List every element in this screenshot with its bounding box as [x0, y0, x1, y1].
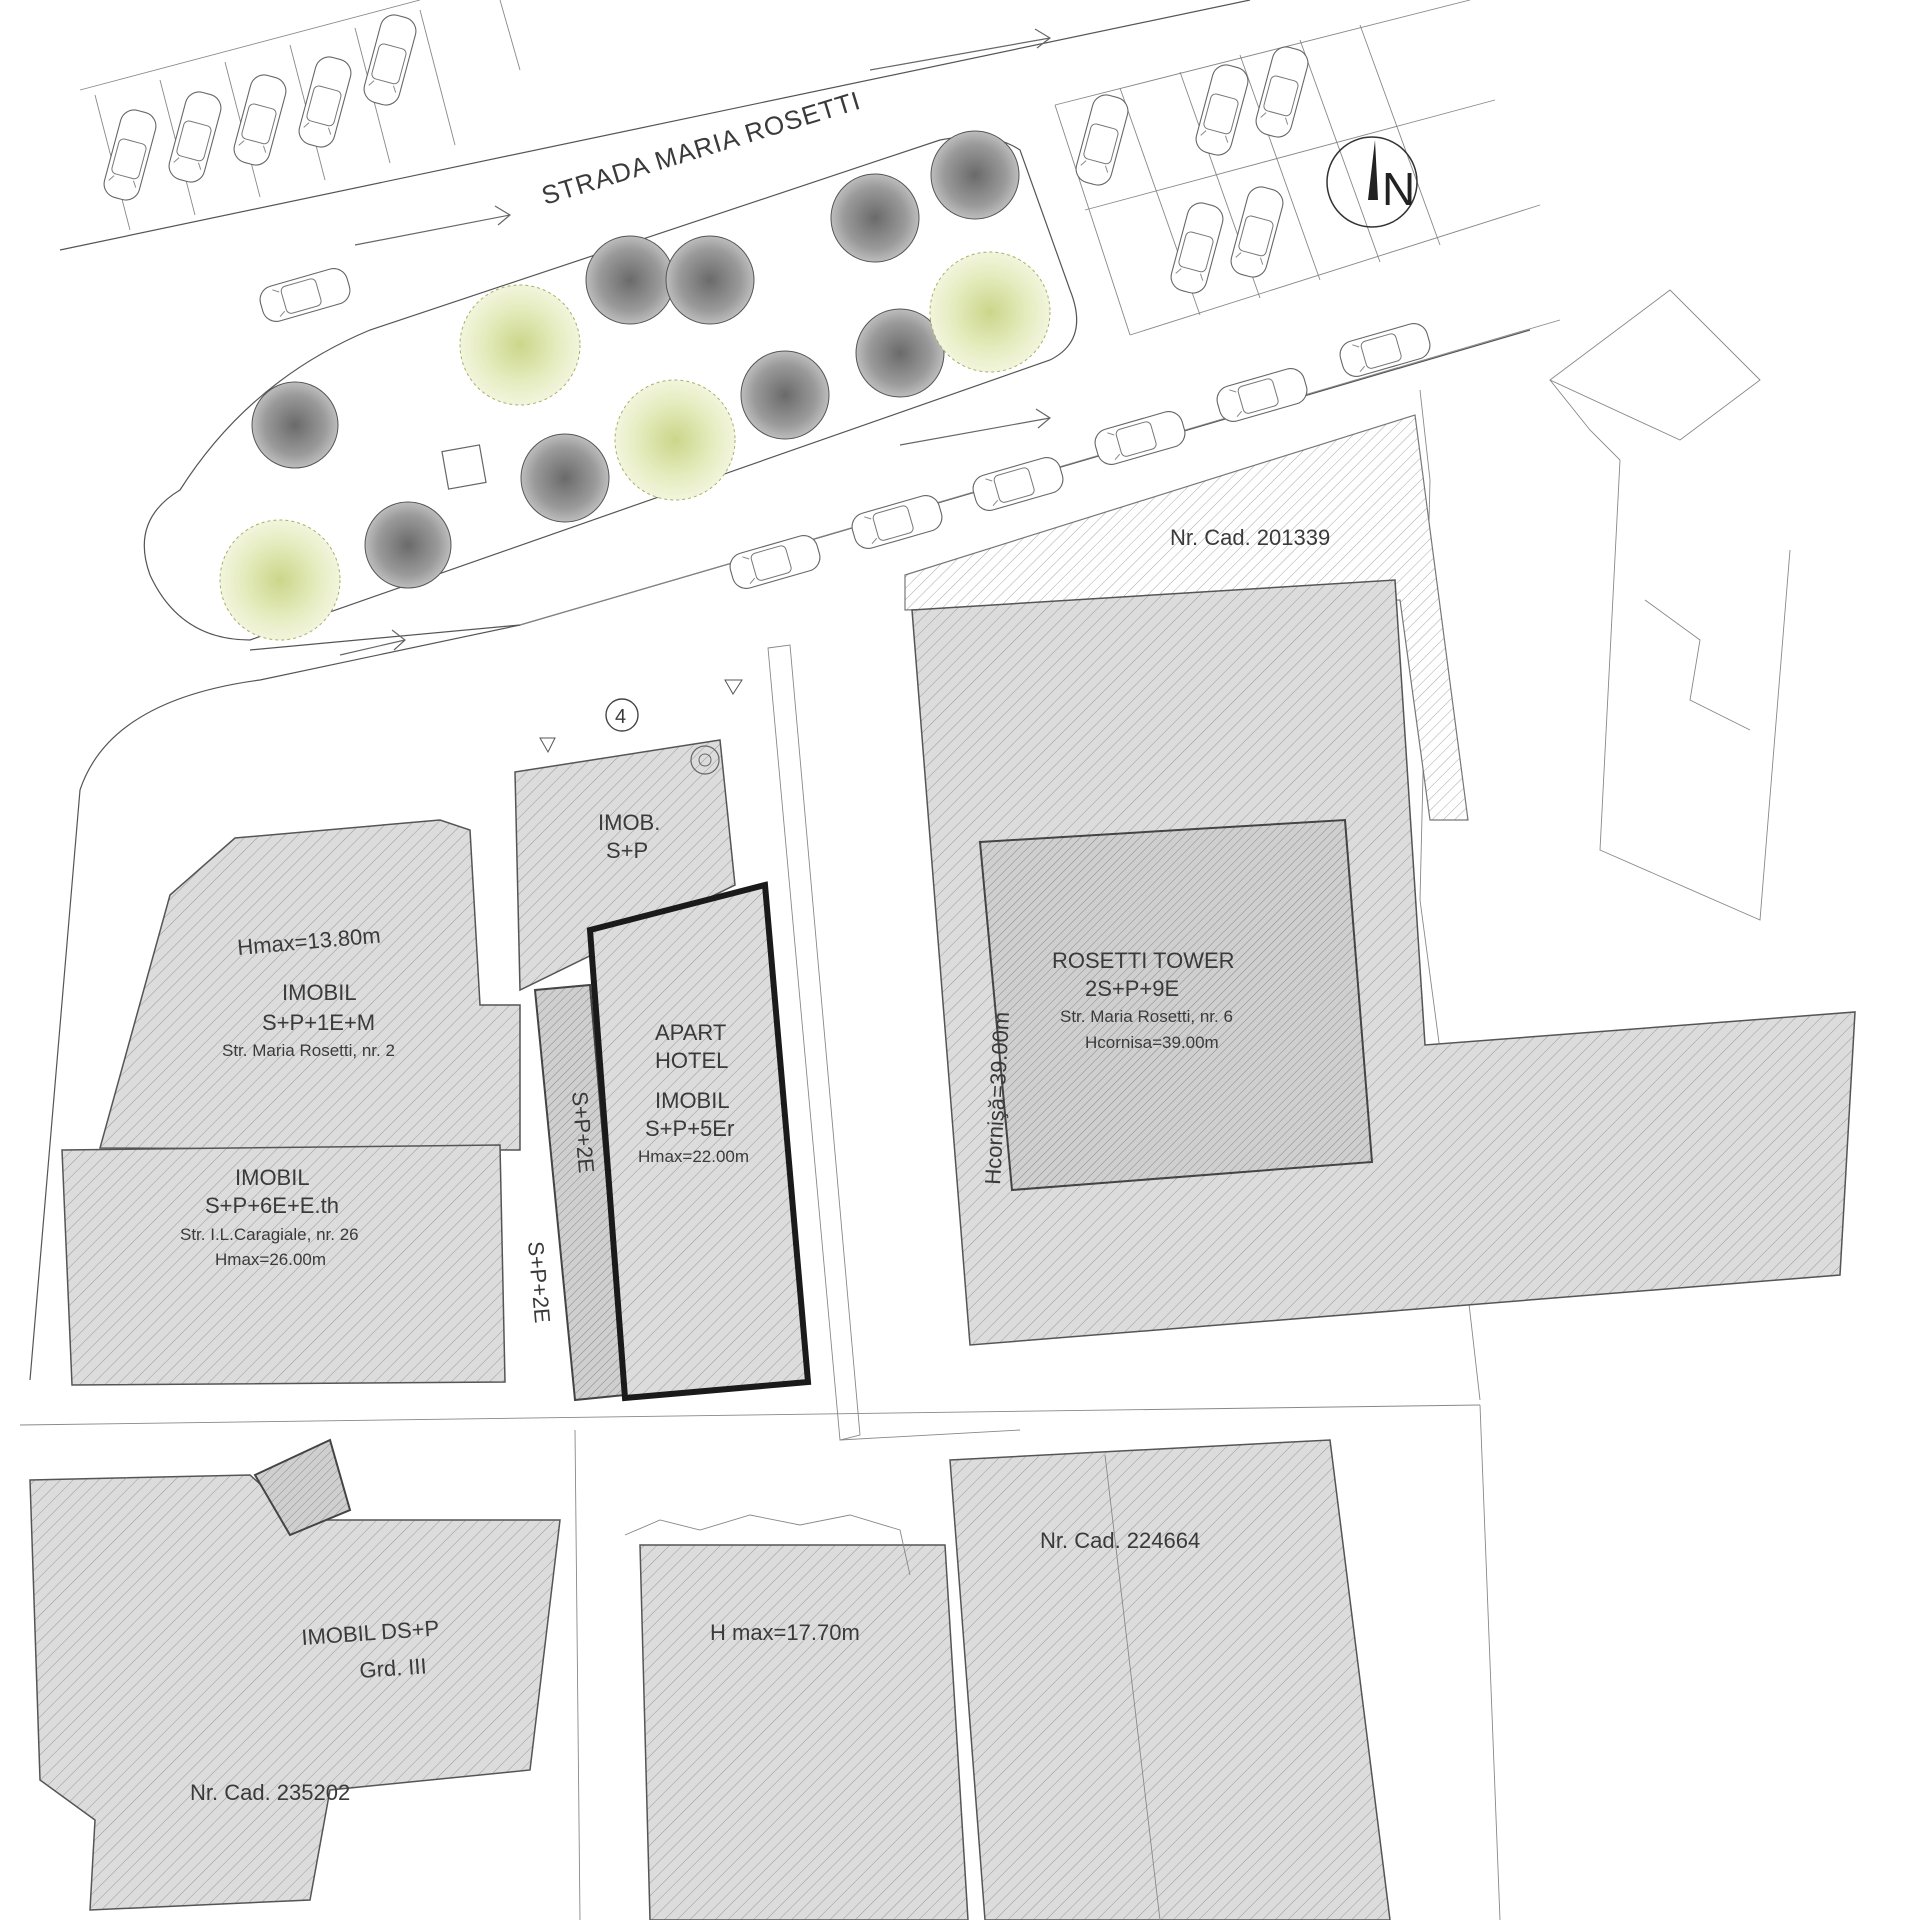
marker-number: 4	[615, 706, 626, 728]
north-compass: N	[1326, 136, 1418, 228]
street-label: STRADA MARIA ROSETTI	[538, 85, 864, 211]
imobil-caragiale	[61, 1144, 506, 1386]
rosetti-tower-core	[978, 818, 1374, 1192]
tower-levels: 2S+P+9E	[1085, 976, 1179, 1001]
cad-southwest-label: Nr. Cad. 235202	[190, 1780, 350, 1805]
entrance-marker: 4	[539, 679, 743, 754]
tower-height: Hcornisa=39.00m	[1085, 1033, 1219, 1052]
tower-name: ROSETTI TOWER	[1052, 948, 1235, 973]
median-kiosk	[441, 444, 487, 490]
dsp-grade: Grd. III	[359, 1653, 428, 1683]
plot-224664	[949, 1439, 1391, 1920]
trees	[219, 130, 1051, 641]
plot-201339	[904, 414, 1469, 821]
rosetti2-name: IMOBIL	[282, 980, 357, 1005]
median-island	[143, 136, 1078, 641]
caragiale-address: Str. I.L.Caragiale, nr. 26	[180, 1225, 359, 1244]
imobil-dsp-ridge	[253, 1438, 352, 1537]
hotel-line2: HOTEL	[655, 1048, 728, 1073]
tower-address: Str. Maria Rosetti, nr. 6	[1060, 1007, 1233, 1026]
annex-b-label: S+P+2E	[523, 1240, 555, 1324]
parking-top-left	[79, 0, 521, 231]
compass-letter: N	[1382, 163, 1415, 215]
stair-icon	[690, 745, 720, 775]
imobil-dsp	[29, 1474, 561, 1911]
rosetti2-levels: S+P+1E+M	[262, 1010, 375, 1035]
cars-top-right	[1072, 43, 1312, 297]
traffic-arrows	[339, 28, 1052, 656]
rosetti2-address: Str. Maria Rosetti, nr. 2	[222, 1041, 395, 1060]
parking-top-right	[1054, 0, 1541, 336]
imob-sp	[514, 739, 736, 992]
hotel-levels: S+P+5Er	[645, 1116, 734, 1141]
cad-south-label: Nr. Cad. 224664	[1040, 1528, 1200, 1553]
caragiale-name: IMOBIL	[235, 1165, 310, 1190]
hotel-height: Hmax=22.00m	[638, 1147, 749, 1166]
south-block	[639, 1544, 969, 1920]
hotel-name: IMOBIL	[655, 1088, 730, 1113]
cad-north-label: Nr. Cad. 201339	[1170, 525, 1330, 550]
imob-sp-line1: IMOB.	[598, 810, 660, 835]
cars-top-left	[100, 11, 420, 204]
access-strip	[767, 644, 861, 1441]
south-block-height: H max=17.70m	[710, 1620, 860, 1645]
imob-sp-line2: S+P	[606, 838, 648, 863]
apart-hotel	[586, 881, 812, 1402]
caragiale-levels: S+P+6E+E.th	[205, 1193, 339, 1218]
caragiale-height: Hmax=26.00m	[215, 1250, 326, 1269]
hotel-line1: APART	[655, 1020, 726, 1045]
